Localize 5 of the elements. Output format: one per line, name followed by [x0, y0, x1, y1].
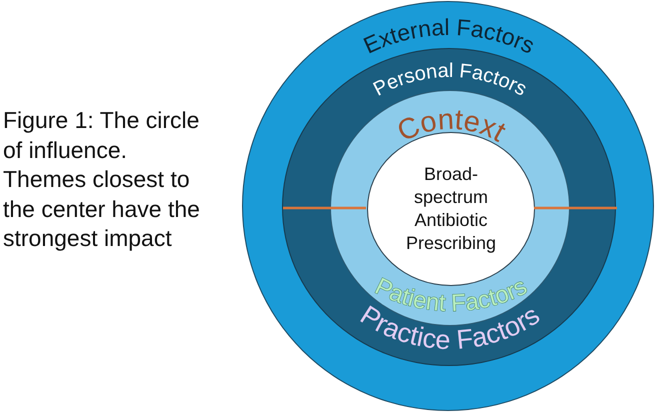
center-label: Broad-spectrum Antibiotic Prescribing — [404, 163, 498, 255]
ring-label: External Factors — [360, 14, 539, 59]
caption-text: Figure 1: The circle of influence. Themes closest to the center have the strongest impact — [3, 106, 201, 253]
ring-label: Context — [392, 104, 511, 148]
ring-label: Personal Factors — [370, 60, 530, 101]
